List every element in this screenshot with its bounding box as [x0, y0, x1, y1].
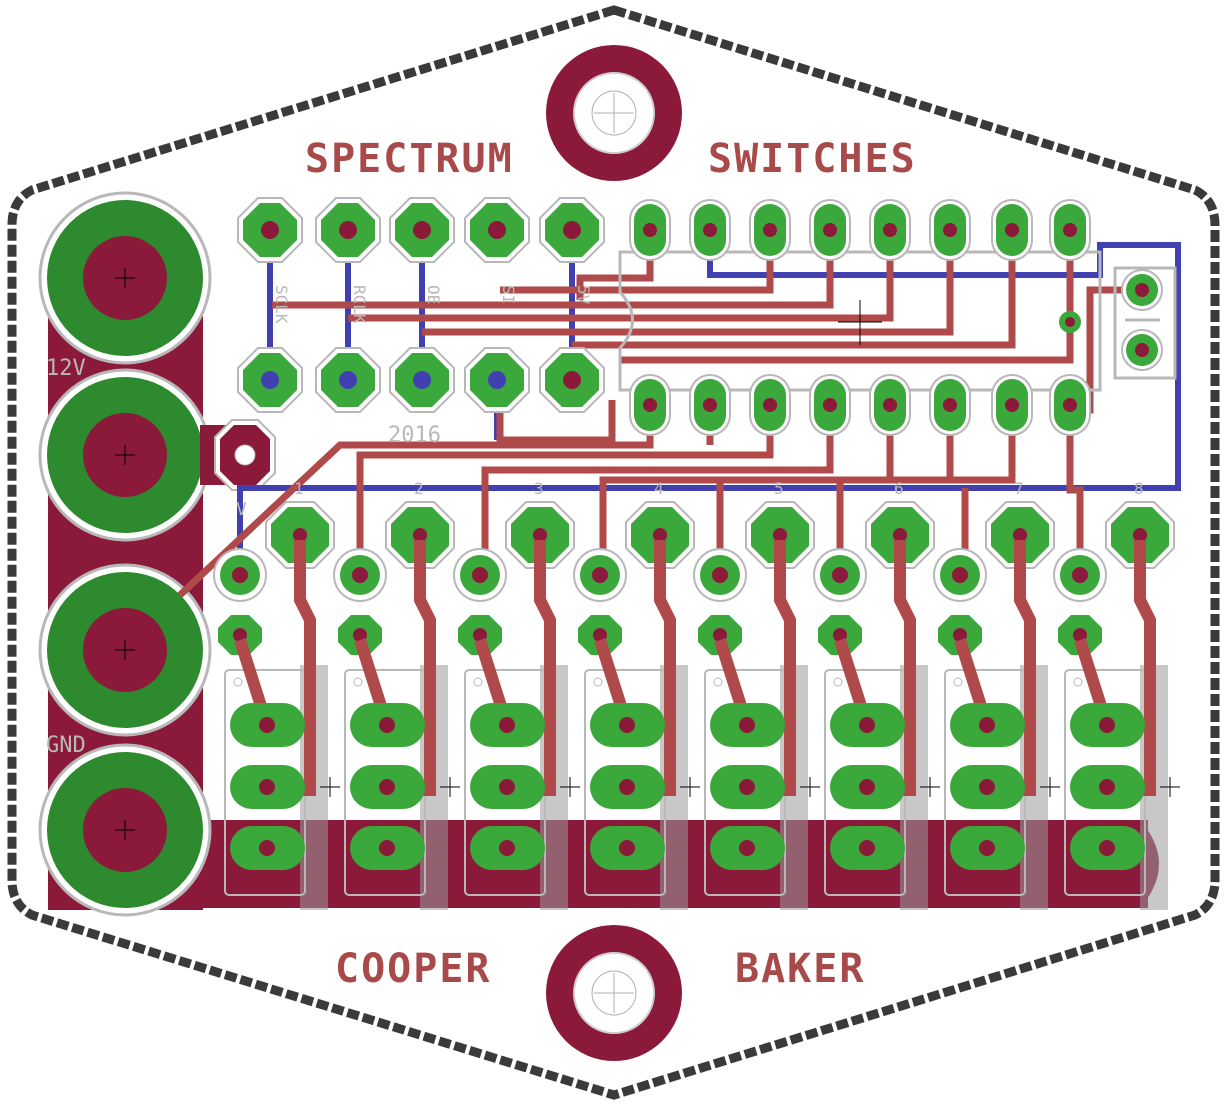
switch-channel [813, 501, 940, 910]
terminal-pad-12v-a [38, 191, 212, 365]
switch-channel [213, 501, 340, 910]
ground-label: GND [46, 733, 86, 758]
ic-pin [929, 199, 971, 261]
header-pin [539, 347, 605, 413]
jumper-label: V [236, 499, 247, 520]
terminal-pad-gnd-b [38, 743, 212, 917]
channel-label: 5 [774, 479, 784, 498]
header-label: SCLK [272, 285, 291, 324]
header-pin [389, 347, 455, 413]
power-label: 12V [46, 356, 86, 381]
terminal-pad-gnd-a [38, 563, 212, 737]
switch-channel [693, 501, 820, 910]
ic-pin [869, 199, 911, 261]
header-pin [315, 347, 381, 413]
switch-channel [1053, 501, 1180, 910]
header-label: RCLK [350, 285, 369, 324]
channel-label: 1 [294, 479, 304, 498]
header-pin [464, 197, 530, 263]
header-labels: SCLK RCLK OE SI 5V [272, 285, 593, 324]
ic-pin [809, 199, 851, 261]
header-pin [389, 197, 455, 263]
top-layer-traces [177, 230, 1140, 598]
ic-pin [1049, 374, 1091, 436]
footer-right: BAKER [735, 946, 865, 992]
switch-channel [333, 501, 460, 910]
header-label: OE [424, 285, 443, 304]
switch-channel [453, 501, 580, 910]
header-pin [464, 347, 530, 413]
ic-pin [629, 374, 671, 436]
ic-pin [749, 199, 791, 261]
switch-channels [213, 501, 1180, 910]
header-pin [237, 197, 303, 263]
ic-pin [869, 374, 911, 436]
channel-label: 3 [534, 479, 544, 498]
channel-label: 2 [414, 479, 424, 498]
channel-label: 6 [894, 479, 904, 498]
ic-pin [929, 374, 971, 436]
terminal-pads [38, 191, 212, 917]
header-pin [237, 347, 303, 413]
switch-channel [933, 501, 1060, 910]
header-pin [539, 197, 605, 263]
title-left: SPECTRUM [305, 136, 514, 182]
channel-labels: 1 2 3 4 5 6 7 8 [294, 479, 1144, 498]
mounting-hole-bottom [546, 925, 682, 1061]
year-label: 2016 [388, 423, 441, 448]
ic-pin [689, 199, 731, 261]
terminal-pad-12v-b [38, 368, 212, 542]
channel-label: 4 [654, 479, 664, 498]
jumper-pad [214, 419, 276, 491]
ic-pin [1049, 199, 1091, 261]
title-right: SWITCHES [708, 136, 917, 182]
header-pins [237, 197, 605, 413]
channel-label: 8 [1134, 479, 1144, 498]
mounting-hole-top [546, 45, 682, 181]
ic-pins [629, 199, 1091, 436]
header-pin [315, 197, 381, 263]
capacitor [1059, 266, 1177, 380]
ic-pin [749, 374, 791, 436]
header-label: SI [499, 285, 518, 304]
ic-pin [991, 199, 1033, 261]
footer-left: COOPER [335, 946, 492, 992]
ic-pin [689, 374, 731, 436]
channel-label: 7 [1014, 479, 1024, 498]
switch-channel [573, 501, 700, 910]
ic-pin [809, 374, 851, 436]
header-label: 5V [574, 285, 593, 305]
ic-pin [629, 199, 671, 261]
ic-pin [991, 374, 1033, 436]
